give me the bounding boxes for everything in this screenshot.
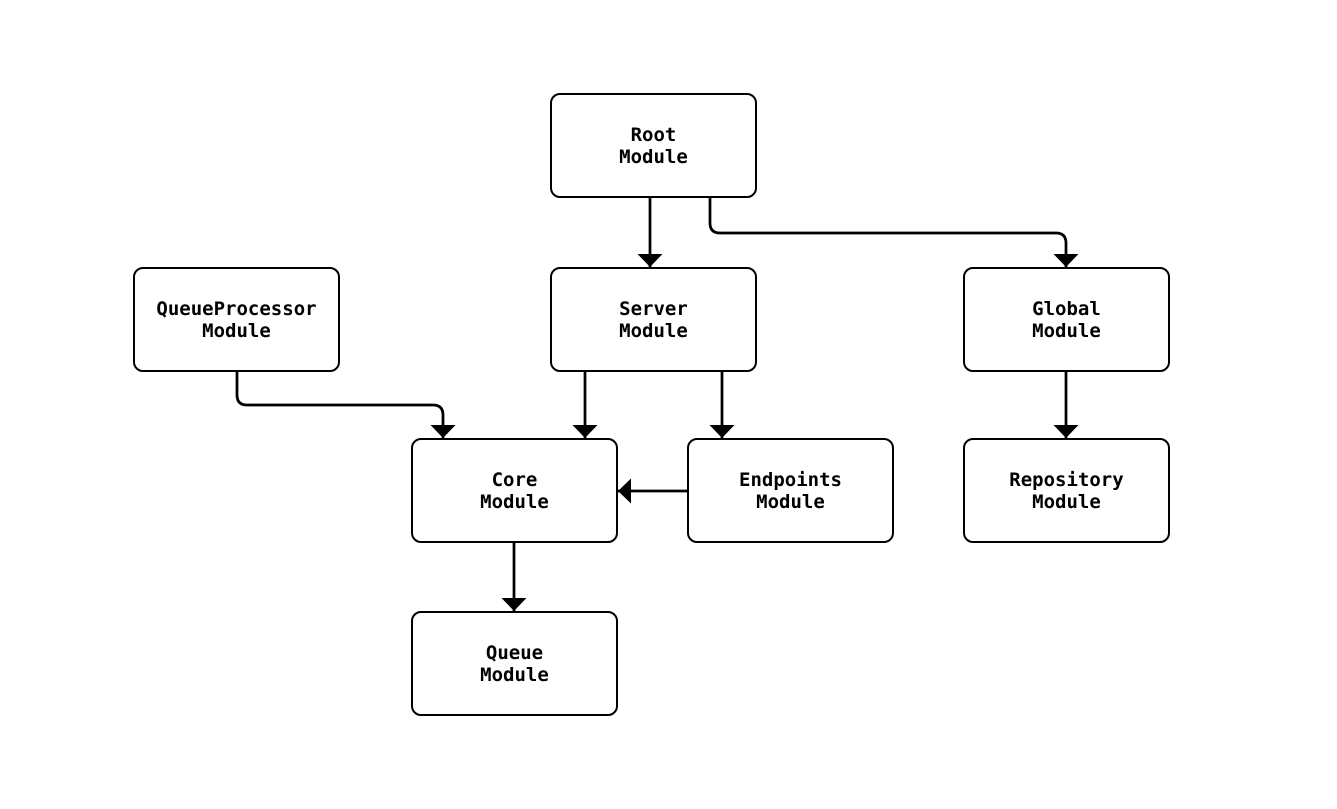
- node-core-module: Core Module: [411, 438, 618, 543]
- node-queue-module: Queue Module: [411, 611, 618, 716]
- edge-root-to-global: [708, 198, 1079, 267]
- node-endpoints-module: Endpoints Module: [687, 438, 894, 543]
- node-global-module: Global Module: [963, 267, 1170, 372]
- edge-queueprocessor-to-core: [235, 372, 456, 438]
- node-root-module: Root Module: [550, 93, 757, 198]
- node-repository-module: Repository Module: [963, 438, 1170, 543]
- node-queueprocessor-module: QueueProcessor Module: [133, 267, 340, 372]
- node-server-module: Server Module: [550, 267, 757, 372]
